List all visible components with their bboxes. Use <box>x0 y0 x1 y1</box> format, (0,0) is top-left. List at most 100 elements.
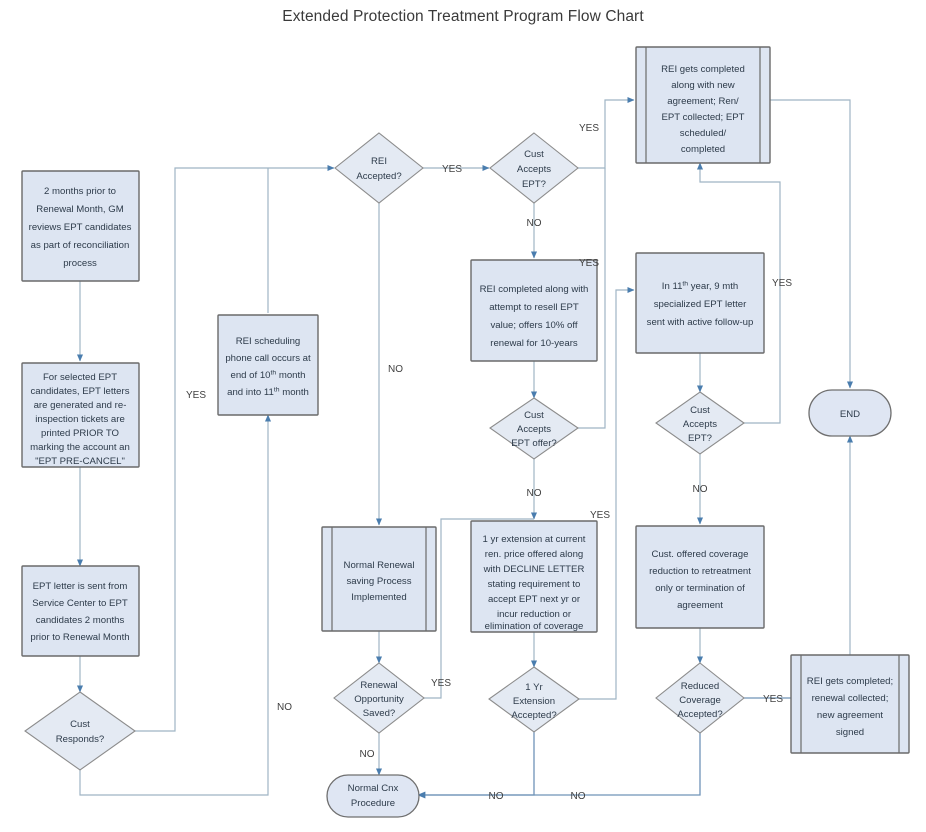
node-ept-letters-generated[interactable]: For selected EPT candidates, EPT letters… <box>21 362 140 468</box>
node-n1-line3: reviews EPT candidates <box>29 222 132 233</box>
node-rei-completed-new-agreement[interactable]: REI gets completed along with new agreem… <box>635 46 771 164</box>
node-n14-line2: saving Process <box>346 576 411 587</box>
node-n1-line1: 2 months prior to <box>44 186 116 197</box>
edge-n15-yes <box>424 518 534 699</box>
node-n16-line5: accept EPT next yr or <box>488 594 581 605</box>
node-n5-line1: REI scheduling <box>236 336 301 347</box>
node-n3-line4: prior to Renewal Month <box>30 632 129 643</box>
node-rei-scheduling-call[interactable]: REI scheduling phone call occurs at end … <box>217 314 319 416</box>
node-n9-line2: attempt to resell EPT <box>489 302 579 313</box>
edge-label-layer: YES NO YES NO YES NO YES NO YES NO YES N… <box>186 123 792 802</box>
node-cust-accepts-ept-offer-decision[interactable]: Cust Accepts EPT offer? <box>489 397 579 460</box>
node-n11-line3: sent with active follow-up <box>647 317 754 328</box>
node-n14-line3: Implemented <box>351 592 406 603</box>
node-n5-line3: end of 10th month <box>230 370 305 382</box>
node-n4-line1: Cust <box>70 719 90 730</box>
node-n8-line2: along with new <box>671 80 735 91</box>
node-n1-line5: process <box>63 258 97 269</box>
node-rei-accepted-decision[interactable]: REI Accepted? <box>334 132 424 204</box>
node-n16-line6: incur reduction or <box>497 609 572 620</box>
node-n3-line1: EPT letter is sent from <box>33 581 128 592</box>
node-ept-letter-sent[interactable]: EPT letter is sent from Service Center t… <box>21 565 140 657</box>
node-n20-line2: renewal collected; <box>812 693 889 704</box>
label-yes-cust-accepts-ept2: YES <box>772 278 792 289</box>
label-yes-cust-responds: YES <box>186 390 206 401</box>
label-yes-renewal-saved: YES <box>431 678 451 689</box>
node-cust-responds-decision[interactable]: Cust Responds? <box>24 691 136 771</box>
edge-n7-yes <box>578 96 635 169</box>
node-1yr-extension-decline-letter[interactable]: 1 yr extension at current ren. price off… <box>470 520 598 633</box>
node-n16-line4: stating requirement to <box>488 579 581 590</box>
label-no-renewal-saved: NO <box>360 749 375 760</box>
node-n9-line4: renewal for 10-years <box>490 338 578 349</box>
node-n5-line4: and into 11th month <box>227 387 309 399</box>
node-n2-line5: printed PRIOR TO <box>41 428 119 439</box>
label-no-cust-accepts-offer: NO <box>527 488 542 499</box>
edge-n4-yes <box>135 164 335 732</box>
node-n9-line1: REI completed along with <box>480 284 589 295</box>
node-n7-line1: Cust <box>524 149 544 160</box>
node-1yr-extension-accepted-decision[interactable]: 1 Yr Extension Accepted? <box>488 666 580 733</box>
label-no-rei-accepted: NO <box>388 364 403 375</box>
node-n14-line1: Normal Renewal <box>344 560 415 571</box>
label-no-cust-responds: NO <box>277 702 292 713</box>
node-n20-line4: signed <box>836 727 864 738</box>
node-n21-line1: Normal Cnx <box>348 783 399 794</box>
node-cust-accepts-ept-decision-2[interactable]: Cust Accepts EPT? <box>655 391 745 455</box>
node-coverage-reduction-offered[interactable]: Cust. offered coverage reduction to retr… <box>635 525 765 629</box>
node-n6-line1: REI <box>371 156 387 167</box>
node-n18-line3: only or termination of <box>655 583 745 594</box>
node-n18-line4: agreement <box>677 600 723 611</box>
node-n7-line2: Accepts <box>517 164 551 175</box>
node-n10-line3: EPT offer? <box>511 438 557 449</box>
label-no-cust-accepts-ept2: NO <box>693 484 708 495</box>
node-n12-line2: Accepts <box>683 419 717 430</box>
node-rei-completed-renewal-collected[interactable]: REI gets completed; renewal collected; n… <box>790 654 910 754</box>
edge-n12-yes <box>696 162 781 424</box>
node-n12-line3: EPT? <box>688 433 712 444</box>
node-normal-renewal-saving-process[interactable]: Normal Renewal saving Process Implemente… <box>321 526 437 632</box>
node-end-terminator[interactable]: END <box>808 389 892 437</box>
node-normal-cnx-procedure-terminator[interactable]: Normal Cnx Procedure <box>326 774 420 818</box>
label-yes-reduced-coverage: YES <box>763 694 783 705</box>
node-n8-line4: EPT collected; EPT <box>661 112 744 123</box>
node-n10-line2: Accepts <box>517 424 551 435</box>
node-n3-line3: candidates 2 months <box>36 615 125 626</box>
node-reduced-coverage-accepted-decision[interactable]: Reduced Coverage Accepted? <box>655 662 745 734</box>
node-11th-year-specialized-letter[interactable]: In 11th year, 9 mth specialized EPT lett… <box>635 252 765 354</box>
node-n3-line2: Service Center to EPT <box>32 598 128 609</box>
node-cust-accepts-ept-decision-1[interactable]: Cust Accepts EPT? <box>489 132 579 204</box>
node-n17-line1: 1 Yr <box>525 682 543 693</box>
node-n2-line4: inspection tickets are <box>35 414 125 425</box>
node-n4-line2: Responds? <box>56 734 105 745</box>
node-n8-line1: REI gets completed <box>661 64 745 75</box>
label-yes-cust-accepts-offer: YES <box>579 258 599 269</box>
node-n2-line3: are generated and re- <box>34 400 127 411</box>
edge-n17-no <box>417 732 535 799</box>
node-n18-line2: reduction to retreatment <box>649 566 751 577</box>
node-n8-line3: agreement; Ren/ <box>667 96 739 107</box>
node-n12-line1: Cust <box>690 405 710 416</box>
node-n16-line3: with DECLINE LETTER <box>483 564 585 575</box>
node-n16-line7: elimination of coverage <box>485 621 584 632</box>
label-yes-cust-accepts-ept: YES <box>579 123 599 134</box>
node-n20-line1: REI gets completed; <box>807 676 893 687</box>
node-n21-line2: Procedure <box>351 798 395 809</box>
node-n2-line1: For selected EPT <box>43 372 117 383</box>
node-n11-line2: specialized EPT letter <box>654 299 747 310</box>
connector-layer <box>76 96 854 799</box>
node-n19-line1: Reduced <box>681 681 719 692</box>
node-n15-line1: Renewal <box>360 680 397 691</box>
node-n19-line3: Accepted? <box>677 709 722 720</box>
node-n13-line1: END <box>840 409 860 420</box>
node-rei-completed-resell-ept[interactable]: REI completed along with attempt to rese… <box>470 259 598 362</box>
node-n2-line7: "EPT PRE-CANCEL" <box>35 456 125 467</box>
node-renewal-opportunity-saved-decision[interactable]: Renewal Opportunity Saved? <box>333 662 425 734</box>
node-gm-reviews-ept-candidates[interactable]: 2 months prior to Renewal Month, GM revi… <box>21 170 140 282</box>
node-n16-line2: ren. price offered along <box>485 549 584 560</box>
label-yes-1yr-extension: YES <box>590 510 610 521</box>
edge-n19-no <box>417 733 701 799</box>
label-no-1yr-extension: NO <box>489 791 504 802</box>
